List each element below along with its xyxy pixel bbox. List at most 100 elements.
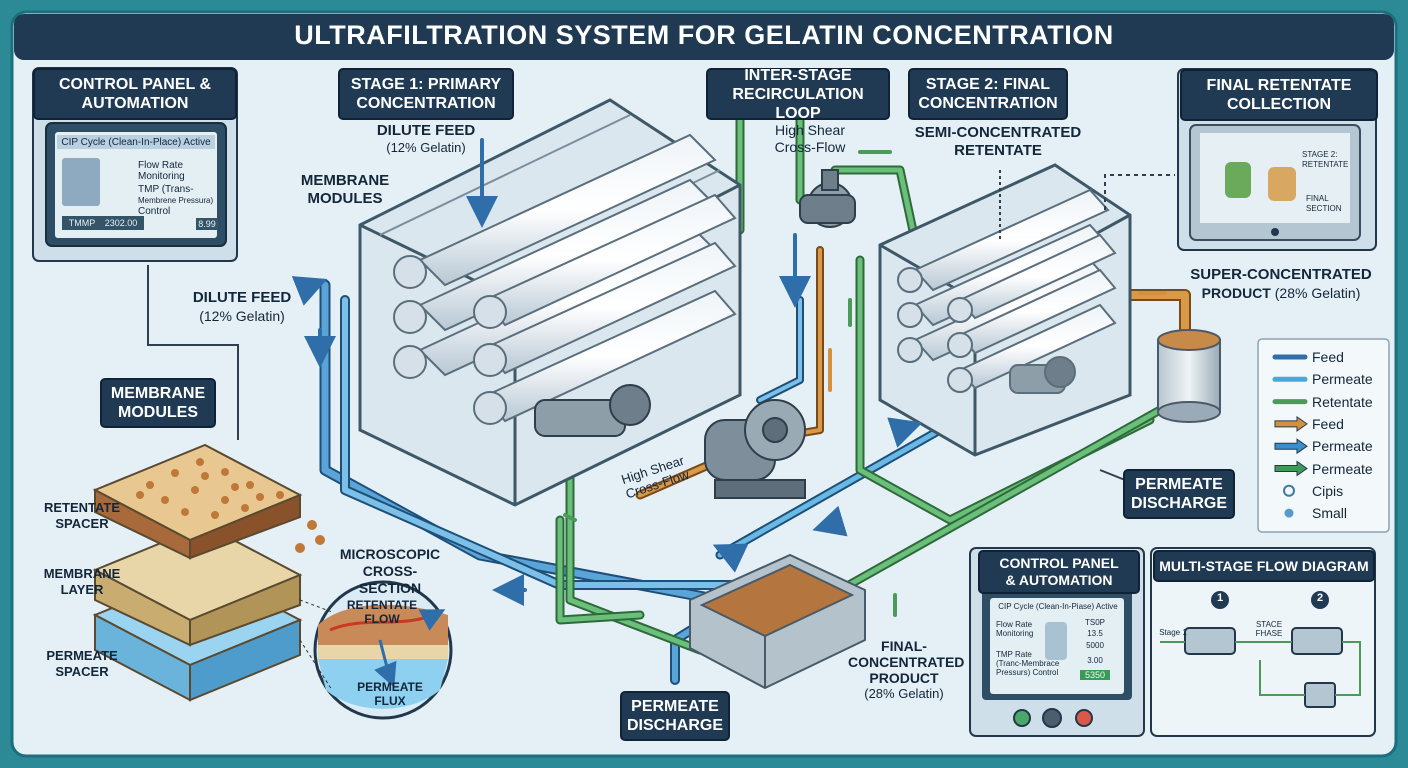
label-line: DILUTE FEED <box>376 122 476 139</box>
label-line: STAGE 2: <box>1302 150 1338 159</box>
particle <box>136 491 144 499</box>
legend-label: Retentate <box>1312 393 1373 410</box>
label-line: PERMEATE <box>46 648 118 663</box>
bottom-value-3: 5000 <box>1086 641 1104 650</box>
membrane-layer-label: MEMBRANE LAYER <box>34 566 130 598</box>
membrane-modules-top-label: MEMBRANE MODULES <box>290 172 400 208</box>
high-shear-top-label: High Shear Cross-Flow <box>762 122 858 156</box>
header-control-panel-bottom: CONTROL PANEL & AUTOMATION <box>978 550 1140 594</box>
legend-label: Feed <box>1312 349 1344 365</box>
legend-label: Permeate <box>1312 460 1373 477</box>
step-1-badge: 1 <box>1216 592 1224 604</box>
bottom-value-4: 3.00 <box>1087 656 1103 665</box>
particle <box>221 496 229 504</box>
particle <box>181 508 189 516</box>
inter-stage-pump <box>799 169 856 228</box>
retentate-spacer-label: RETENTATE SPACER <box>34 500 130 532</box>
dilute-feed-top-label: DILUTE FEED (12% Gelatin) <box>372 122 480 156</box>
label-line: SPACER <box>55 664 109 679</box>
label-line: PRODUCT (28% Gelatin) <box>1201 285 1361 301</box>
header-line: RECIRCULATION LOOP <box>732 85 864 122</box>
label-line: FLOW <box>364 612 400 626</box>
legend-swatch <box>1283 484 1295 497</box>
particle <box>231 483 239 491</box>
label-line: PERMEATE <box>357 680 423 694</box>
stage1-cylinders <box>393 133 737 425</box>
label-line: MEMBRANE <box>43 566 121 581</box>
bottom-readout: 5350 <box>1080 670 1110 680</box>
label-line: SPACER <box>55 516 109 531</box>
dilute-feed-left-label: DILUTE FEED (12% Gelatin) <box>190 289 294 325</box>
particle <box>196 458 204 466</box>
bottom-value-1: TS0P <box>1084 618 1105 627</box>
permeate-flux-label: PERMEATE FLUX <box>348 680 432 708</box>
label-line: SUPER-CONCENTRATED <box>1190 266 1372 283</box>
label-line: RETENTATE <box>954 142 1042 159</box>
stage1-pump <box>534 384 651 437</box>
header-line: CONCENTRATION <box>918 95 1058 112</box>
flow-arrows <box>291 138 1167 617</box>
header-line: PERMEATE <box>631 698 719 715</box>
particle <box>171 469 179 477</box>
legend-label: Permeate <box>1312 371 1373 388</box>
particle <box>307 520 317 530</box>
label-line: High Shear <box>774 122 846 138</box>
label-line: Cross-Flow <box>774 139 846 155</box>
header-line: INTER-STAGE <box>744 66 852 84</box>
label-line: (12% Gelatin) <box>386 140 466 155</box>
stage2-cylinders <box>897 188 1117 394</box>
step-2-badge: 2 <box>1316 592 1324 604</box>
semi-concentrated-label: SEMI-CONCENTRATED RETENTATE <box>908 124 1088 160</box>
final-section: FINAL SECTION <box>1306 194 1350 214</box>
header-line: & AUTOMATION <box>1005 572 1113 588</box>
cip-status-top: CIP Cycle (Clean-In-Place) Active <box>61 137 211 148</box>
header-line: COLLECTION <box>1227 96 1331 113</box>
label-line: MODULES <box>307 190 383 207</box>
final-concentrated-label: FINAL- CONCENTRATED PRODUCT (28% Gelatin… <box>848 638 965 702</box>
label-line: CONCENTRATED <box>848 654 965 670</box>
label-line: (12% Gelatin) <box>199 308 285 324</box>
tmp-line: Membrene Pressura) <box>138 196 214 205</box>
label-line: FLUX <box>374 694 406 708</box>
particle <box>201 472 209 480</box>
header-line: PERMEATE <box>1135 476 1223 493</box>
label-line: Monitoring <box>996 629 1034 638</box>
flow-rate-label-bottom: Flow Rate Monitoring <box>996 620 1046 638</box>
particle <box>221 468 229 476</box>
header-line: CONTROL PANEL <box>999 555 1119 571</box>
header-line: DISCHARGE <box>626 717 723 734</box>
label-line: MICROSCOPIC <box>339 546 441 562</box>
legend-swatch <box>1274 415 1308 432</box>
permeate-spacer-label: PERMEATE SPACER <box>34 648 130 680</box>
flow-rate-line: Monitoring <box>138 171 185 182</box>
header-permeate-discharge-right: PERMEATE DISCHARGE <box>1123 469 1235 519</box>
header-line: DISCHARGE <box>1130 495 1227 512</box>
header-stage2: STAGE 2: FINAL CONCENTRATION <box>908 68 1068 120</box>
label-line: PRODUCT <box>869 670 939 686</box>
legend-label: Permeate <box>1312 438 1373 455</box>
control-panel-bottom-frame <box>969 547 1145 737</box>
high-shear-pump <box>704 399 806 499</box>
header-line: FINAL RETENTATE <box>1206 77 1352 94</box>
label-line: MEMBRANE <box>300 172 390 189</box>
label-line: DILUTE FEED <box>192 289 292 306</box>
flow-rate-line: Flow Rate <box>138 160 184 171</box>
legend-box <box>1257 338 1390 533</box>
label-line: RETENTATE <box>1302 160 1349 169</box>
readout-left: TMMP <box>68 218 96 228</box>
super-concentrated-label: SUPER-CONCENTRATED PRODUCT (28% Gelatin) <box>1186 265 1376 303</box>
label-line: SECTION <box>1306 204 1342 213</box>
label-line: RETENTATE <box>43 500 121 515</box>
particle <box>295 543 305 553</box>
header-line: CONCENTRATION <box>356 95 496 112</box>
particle <box>256 493 264 501</box>
readout-mid: 2302.00 <box>104 218 138 228</box>
label-line: FINAL- <box>881 638 927 654</box>
retentate-particles <box>136 458 325 553</box>
stage-phase-label: STACE FHASE <box>1250 620 1288 638</box>
retentate-flow-label: RETENTATE FLOW <box>340 598 424 626</box>
collection-tray <box>689 553 866 690</box>
legend-swatch <box>1284 508 1294 518</box>
label-line: Pressurs) Control <box>996 668 1059 677</box>
header-permeate-discharge-bottom: PERMEATE DISCHARGE <box>620 691 730 741</box>
